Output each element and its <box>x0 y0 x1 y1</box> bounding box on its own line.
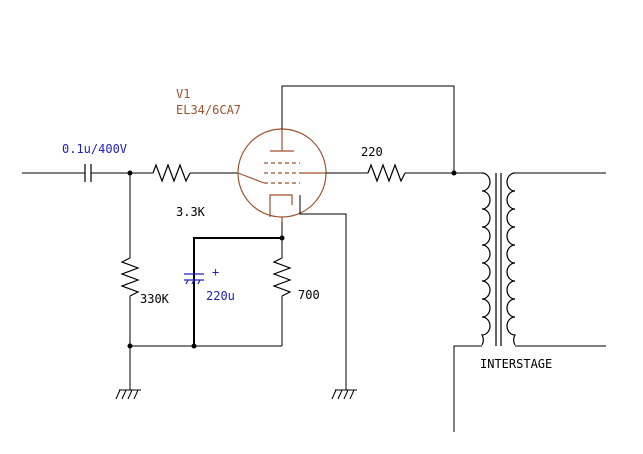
transformer-label: INTERSTAGE <box>480 357 552 371</box>
grid-leak-label: 330K <box>140 292 170 306</box>
tube-type-label: EL34/6CA7 <box>176 103 241 117</box>
screen-resistor-label: 220 <box>361 145 383 159</box>
interstage-transformer <box>453 172 606 432</box>
junction-dot <box>279 235 285 241</box>
junction-dot <box>127 343 133 349</box>
grid-leak-resistor <box>120 173 140 390</box>
pentode-tube <box>237 128 327 222</box>
cathode-resistor-label: 700 <box>298 288 320 302</box>
grid-stopper-resistor <box>130 163 238 183</box>
bypass-cap-label: 220u <box>206 289 235 303</box>
screen-resistor <box>326 163 454 183</box>
cathode-resistor <box>272 222 292 346</box>
bypass-cap-polarity: + <box>212 265 219 279</box>
cathode-bypass-capacitor <box>184 237 282 346</box>
ground-symbol <box>331 389 357 400</box>
tube-ref-label: V1 <box>176 87 190 101</box>
input-cap-label: 0.1u/400V <box>62 142 127 156</box>
ground-symbol <box>115 389 141 400</box>
input-coupling-capacitor <box>22 164 130 182</box>
grid-stopper-label: 3.3K <box>176 205 206 219</box>
